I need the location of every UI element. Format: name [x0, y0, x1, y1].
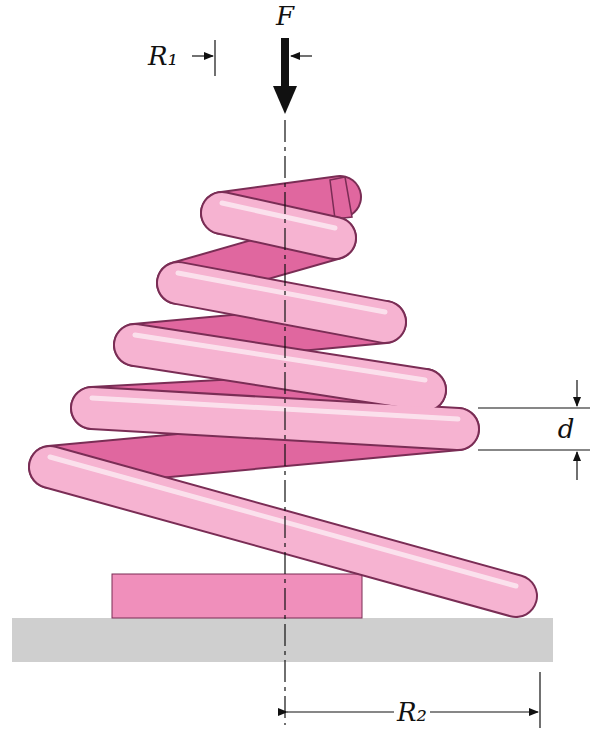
center-line [284, 120, 285, 725]
force-arrow [281, 38, 289, 88]
dimension-arrow [576, 380, 577, 406]
dimension-arrow [192, 55, 213, 56]
dimension-extension [478, 449, 590, 450]
coil-end [330, 177, 352, 219]
radius-label: R₂ [394, 699, 430, 725]
back-coils [50, 197, 458, 467]
force-label: F [273, 3, 297, 29]
dimension-arrow [576, 452, 577, 480]
ground [12, 618, 553, 662]
radius-label: R₁ [145, 43, 181, 69]
wire-diameter-label: d [555, 416, 578, 442]
dimension-extension [478, 407, 590, 408]
dimension-tick [539, 672, 540, 728]
force-arrow-head [273, 86, 297, 114]
front-coils [50, 203, 516, 596]
dimension-arrow [291, 55, 312, 56]
base-plate [112, 574, 362, 618]
dimension-tick [214, 40, 215, 76]
